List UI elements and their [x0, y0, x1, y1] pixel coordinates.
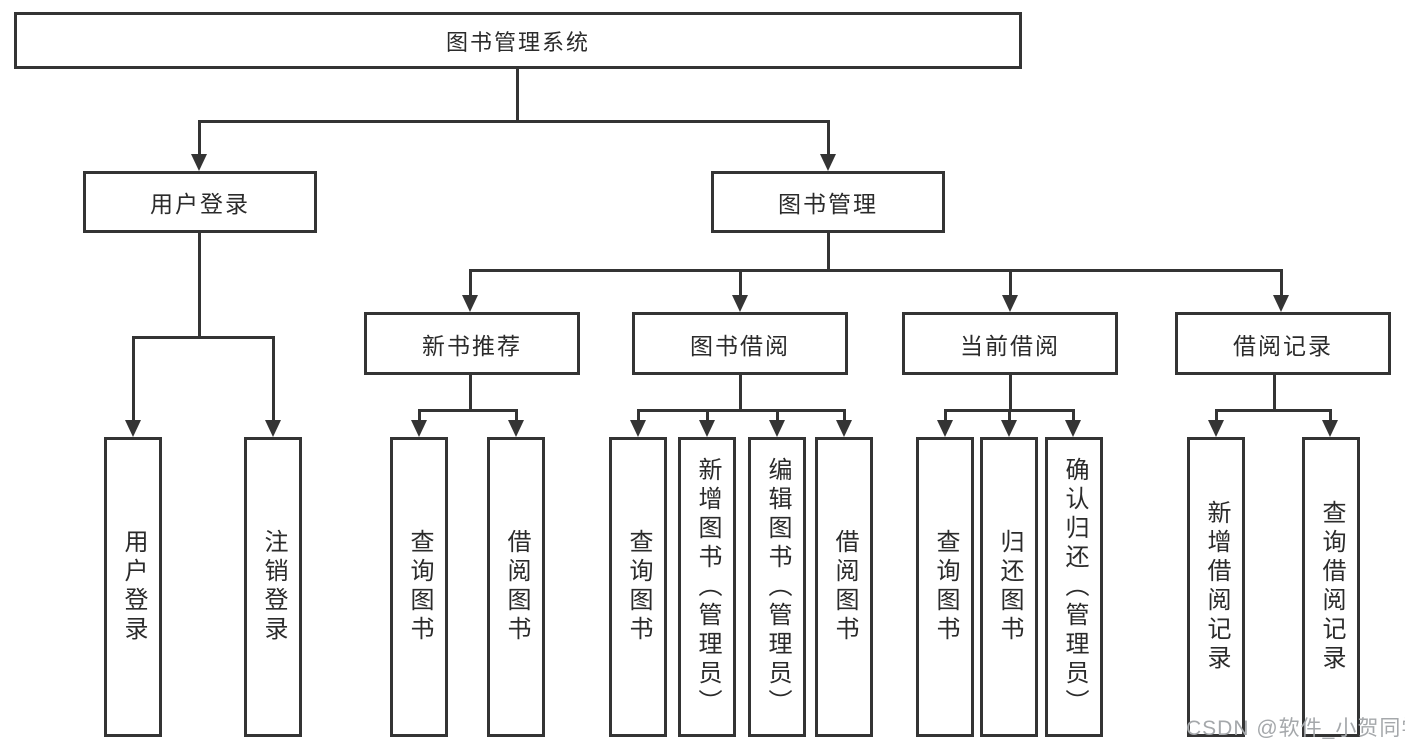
- arrowhead-down-icon: [1208, 420, 1224, 437]
- connector-line: [1329, 409, 1332, 423]
- node-label: 图书管理: [778, 191, 878, 217]
- node-label: 借阅记录: [1233, 332, 1333, 359]
- connector-line: [776, 409, 779, 423]
- node-user-login: 用户登录: [83, 171, 317, 233]
- connector-line: [1008, 409, 1011, 423]
- node-label: 当前借阅: [960, 332, 1060, 359]
- connector-line: [198, 120, 201, 157]
- connector-line: [198, 233, 201, 339]
- connector-line: [1215, 409, 1331, 412]
- connector-line: [469, 269, 1283, 272]
- connector-line: [827, 233, 830, 272]
- node-label: 用户登录: [150, 191, 250, 217]
- connector-line: [706, 409, 709, 423]
- connector-line: [843, 409, 846, 423]
- node-label: 借阅图书: [831, 529, 858, 645]
- arrowhead-down-icon: [125, 420, 141, 437]
- connector-line: [739, 269, 742, 298]
- arrowhead-down-icon: [732, 295, 748, 312]
- node-label: 图书管理系统: [445, 29, 590, 55]
- leaf-borrow-books-borrowing: 借阅图书: [815, 437, 873, 737]
- leaf-edit-book-admin: 编辑图书（管理员）: [748, 437, 806, 737]
- connector-line: [739, 375, 742, 412]
- arrowhead-down-icon: [191, 154, 207, 171]
- connector-line: [418, 409, 518, 412]
- node-label: 确认归还（管理员）: [1061, 456, 1088, 718]
- leaf-logout: 注销登录: [244, 437, 302, 737]
- leaf-add-borrow-record: 新增借阅记录: [1187, 437, 1245, 737]
- node-label: 注销登录: [260, 529, 287, 645]
- node-label: 新书推荐: [422, 332, 522, 359]
- arrowhead-down-icon: [265, 420, 281, 437]
- leaf-confirm-return-admin: 确认归还（管理员）: [1045, 437, 1103, 737]
- arrowhead-down-icon: [630, 420, 646, 437]
- leaf-borrow-books-recommend: 借阅图书: [487, 437, 545, 737]
- node-label: 新增图书（管理员）: [694, 456, 721, 718]
- node-label: 归还图书: [996, 529, 1023, 645]
- node-new-book-recommendation: 新书推荐: [364, 312, 580, 375]
- node-label: 用户登录: [120, 529, 147, 645]
- connector-line: [1009, 375, 1012, 412]
- connector-line: [1009, 269, 1012, 298]
- connector-line: [637, 409, 640, 423]
- node-label: 借阅图书: [503, 529, 530, 645]
- connector-line: [132, 336, 135, 422]
- arrowhead-down-icon: [1065, 420, 1081, 437]
- connector-line: [1273, 375, 1276, 412]
- connector-line: [516, 69, 519, 122]
- arrowhead-down-icon: [769, 420, 785, 437]
- connector-line: [637, 409, 846, 412]
- arrowhead-down-icon: [462, 295, 478, 312]
- node-label: 查询图书: [406, 529, 433, 645]
- watermark-csdn: CSDN @软件_小贺同学: [1186, 717, 1405, 740]
- arrowhead-down-icon: [1273, 295, 1289, 312]
- arrowhead-down-icon: [699, 420, 715, 437]
- arrowhead-down-icon: [508, 420, 524, 437]
- node-label: 查询借阅记录: [1318, 500, 1345, 674]
- leaf-return-books: 归还图书: [980, 437, 1038, 737]
- connector-line: [827, 120, 830, 157]
- connector-line: [418, 409, 421, 423]
- connector-line: [469, 375, 472, 412]
- connector-line: [469, 269, 472, 298]
- leaf-search-books-current: 查询图书: [916, 437, 974, 737]
- node-label: 编辑图书（管理员）: [764, 456, 791, 718]
- connector-line: [1215, 409, 1218, 423]
- node-label: 查询图书: [625, 529, 652, 645]
- node-current-borrowing: 当前借阅: [902, 312, 1118, 375]
- connector-line: [198, 120, 830, 123]
- node-label: 查询图书: [932, 529, 959, 645]
- connector-line: [1280, 269, 1283, 298]
- arrowhead-down-icon: [411, 420, 427, 437]
- connector-line: [272, 336, 275, 422]
- leaf-search-borrow-record: 查询借阅记录: [1302, 437, 1360, 737]
- node-borrowing-records: 借阅记录: [1175, 312, 1391, 375]
- node-label: 新增借阅记录: [1203, 500, 1230, 674]
- node-book-borrowing: 图书借阅: [632, 312, 848, 375]
- arrowhead-down-icon: [820, 154, 836, 171]
- arrowhead-down-icon: [1322, 420, 1338, 437]
- leaf-search-books-borrowing: 查询图书: [609, 437, 667, 737]
- connector-line: [132, 336, 274, 339]
- leaf-search-books-recommend: 查询图书: [390, 437, 448, 737]
- leaf-user-login: 用户登录: [104, 437, 162, 737]
- leaf-add-book-admin: 新增图书（管理员）: [678, 437, 736, 737]
- node-library-management-system: 图书管理系统: [14, 12, 1022, 69]
- connector-line: [515, 409, 518, 423]
- arrowhead-down-icon: [1002, 295, 1018, 312]
- arrowhead-down-icon: [937, 420, 953, 437]
- connector-line: [944, 409, 947, 423]
- arrowhead-down-icon: [1001, 420, 1017, 437]
- connector-line: [1072, 409, 1075, 423]
- node-label: 图书借阅: [690, 332, 790, 359]
- node-book-management: 图书管理: [711, 171, 945, 233]
- arrowhead-down-icon: [836, 420, 852, 437]
